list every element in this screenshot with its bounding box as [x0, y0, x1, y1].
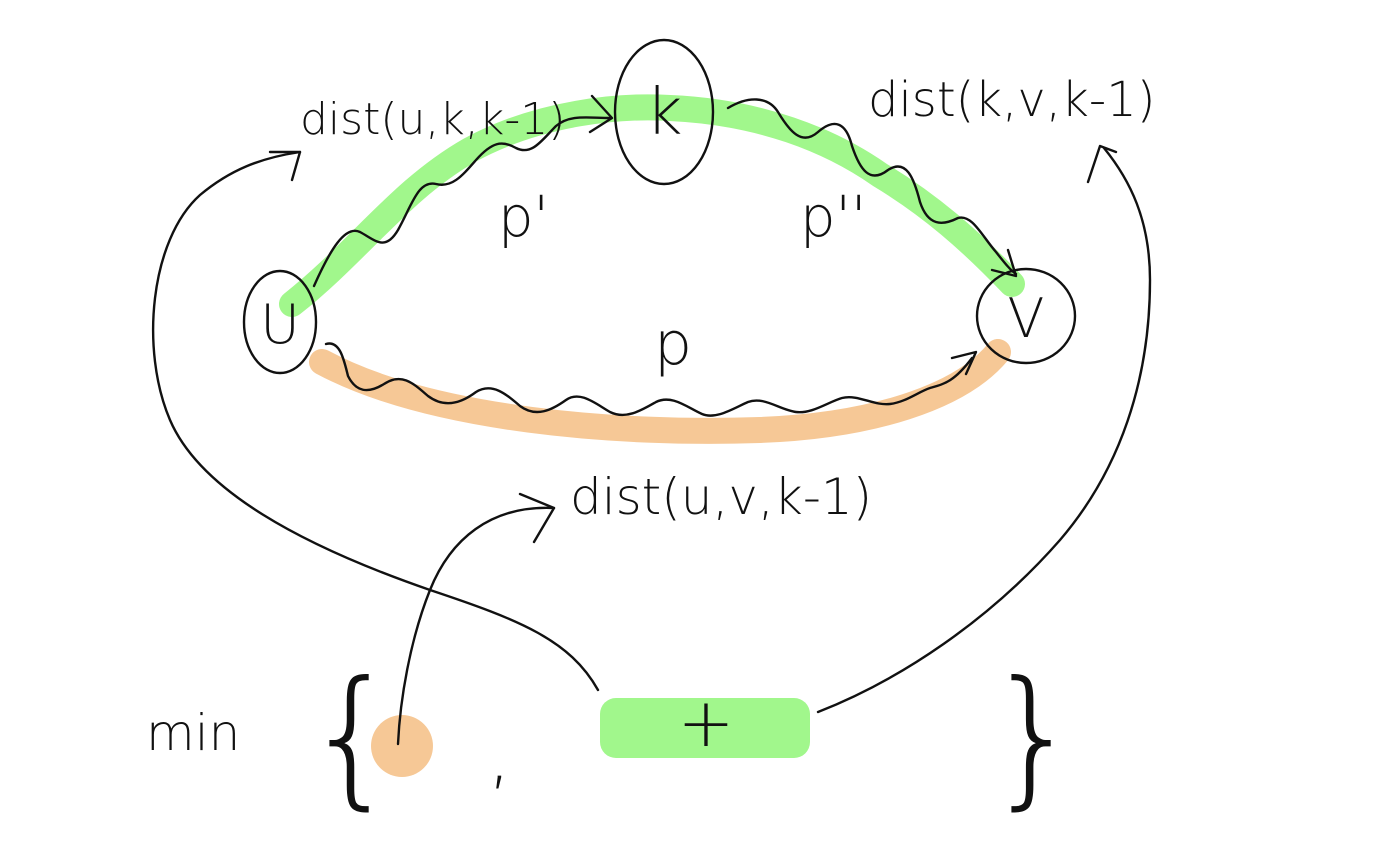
formula-plus: +	[678, 684, 735, 763]
green-plus-box	[600, 698, 810, 758]
node-v-circle	[975, 267, 1077, 365]
formula-comma: ,	[488, 713, 511, 797]
arrowhead-into-v-bottom	[950, 350, 978, 376]
label-dist-u-k: dist(u,k,k-1)	[300, 94, 565, 145]
label-dist-k-v: dist(k,v,k-1)	[868, 72, 1155, 128]
label-dist-u-v: dist(u,v,k-1)	[570, 468, 872, 526]
formula-open-brace: {	[304, 650, 399, 824]
arrowhead-into-v-top	[990, 248, 1018, 278]
arrowhead-into-k	[588, 94, 614, 134]
arrow-plus-to-dist-u-k	[151, 150, 600, 692]
label-p-prime: p'	[498, 185, 549, 250]
node-v-label: V	[1008, 287, 1045, 350]
wavy-path-u-to-v	[324, 342, 974, 417]
arrowhead-dist-u-k	[268, 150, 302, 182]
orange-path-highlight	[309, 339, 1011, 444]
wavy-path-k-to-v	[726, 98, 1018, 276]
node-u-label: U	[260, 293, 300, 356]
wavy-path-u-to-k	[312, 116, 612, 288]
formula-close-brace: }	[986, 650, 1081, 824]
arrowhead-dist-k-v	[1086, 144, 1118, 184]
arrowhead-dist-u-v	[518, 492, 556, 544]
label-p-double-prime: p''	[800, 185, 866, 250]
formula-min: min	[146, 704, 240, 762]
node-k-circle	[613, 38, 715, 186]
node-u-circle	[242, 269, 318, 375]
node-k-label: k	[645, 76, 682, 150]
arrow-plus-to-dist-k-v	[816, 146, 1152, 714]
orange-dot	[371, 715, 433, 777]
green-path-highlight	[279, 94, 1025, 317]
arrow-dot-to-dist-u-v	[396, 506, 556, 746]
label-p: p	[654, 309, 692, 379]
